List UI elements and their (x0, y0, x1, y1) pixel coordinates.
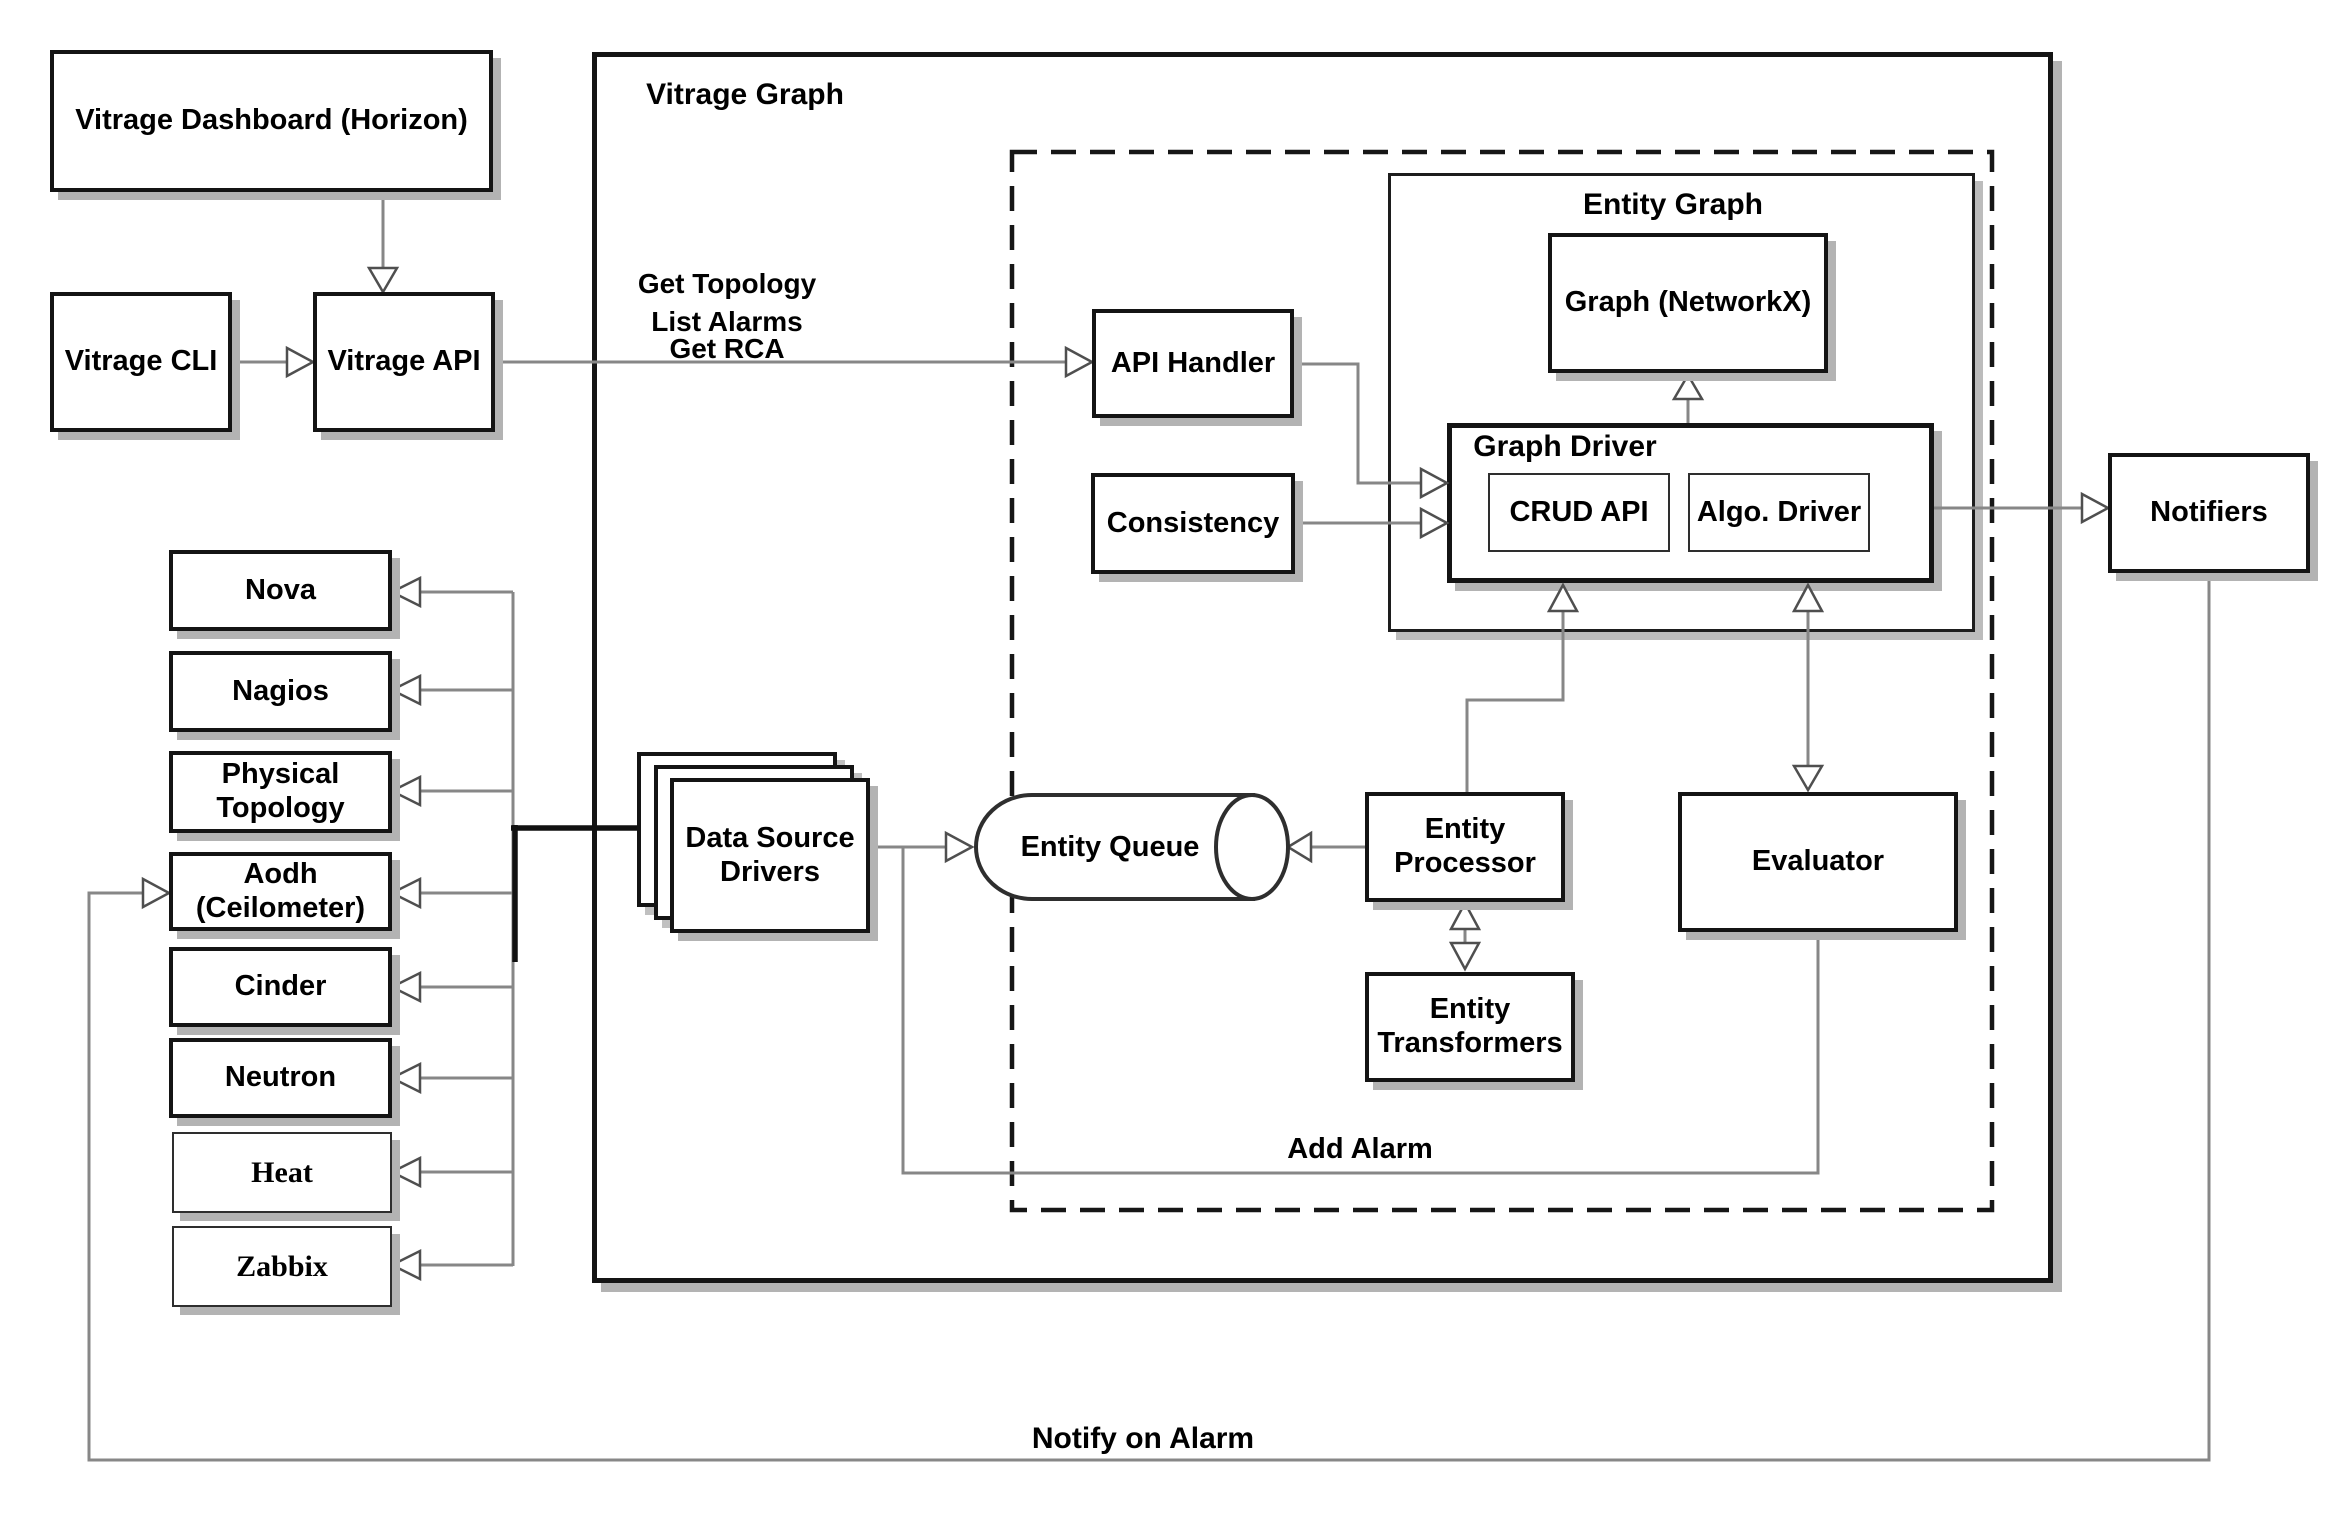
node-algo-driver: Algo. Driver (1688, 473, 1870, 552)
arrowhead-left-into-cinder (389, 970, 422, 1004)
node-evaluator: Evaluator (1678, 792, 1958, 932)
edge-label-list-alarms: List Alarms (651, 306, 803, 337)
arrowhead-left-into-physical-topology (389, 774, 422, 808)
arrowhead-right-into-aodh (141, 876, 172, 910)
arrowhead-left-into-heat (389, 1155, 422, 1189)
arrowhead-right-into-api (285, 345, 316, 379)
node-vitrage-api: Vitrage API (313, 292, 495, 432)
arrowhead-left-into-zabbix (389, 1248, 422, 1282)
source-heat: Heat (172, 1132, 392, 1213)
node-entity-processor: Entity Processor (1365, 792, 1565, 902)
node-notifiers: Notifiers (2108, 453, 2310, 573)
arrowhead-down-into-api (366, 266, 400, 295)
source-zabbix: Zabbix (172, 1226, 392, 1307)
node-entity-queue: Entity Queue (1020, 830, 1200, 863)
source-physical-topology: Physical Topology (169, 751, 392, 833)
edge-label-notify-on-alarm: Notify on Alarm (1031, 1422, 1255, 1455)
node-entity-transformers: Entity Transformers (1365, 972, 1575, 1082)
arrowhead-left-into-nova (389, 575, 422, 609)
node-vitrage-cli: Vitrage CLI (50, 292, 232, 432)
node-data-source-drivers: Data Source Drivers (670, 778, 870, 933)
source-cinder: Cinder (169, 947, 392, 1027)
source-nova: Nova (169, 550, 392, 631)
graph-driver-label: Graph Driver (1473, 430, 1657, 463)
source-aodh-ceilometer: Aodh (Ceilometer) (169, 852, 392, 931)
source-nagios: Nagios (169, 651, 392, 732)
node-graph-networkx: Graph (NetworkX) (1548, 233, 1828, 373)
node-consistency: Consistency (1091, 473, 1295, 574)
node-vitrage-dashboard: Vitrage Dashboard (Horizon) (50, 50, 493, 192)
entity-graph-label: Entity Graph (1582, 188, 1763, 221)
edge-label-add-alarm: Add Alarm (1287, 1133, 1433, 1165)
arrowhead-right-into-notifiers (2080, 491, 2111, 525)
edge-label-get-topology: Get Topology (637, 268, 817, 299)
node-crud-api: CRUD API (1488, 473, 1670, 552)
edge-label-get-rca: Get RCA (669, 333, 785, 364)
vitrage-graph-label: Vitrage Graph (646, 78, 844, 111)
arrowhead-left-into-neutron (389, 1061, 422, 1095)
arrowhead-left-into-aodh (389, 876, 422, 910)
node-api-handler: API Handler (1092, 309, 1294, 418)
arrowhead-left-into-nagios (389, 673, 422, 707)
source-neutron: Neutron (169, 1038, 392, 1118)
